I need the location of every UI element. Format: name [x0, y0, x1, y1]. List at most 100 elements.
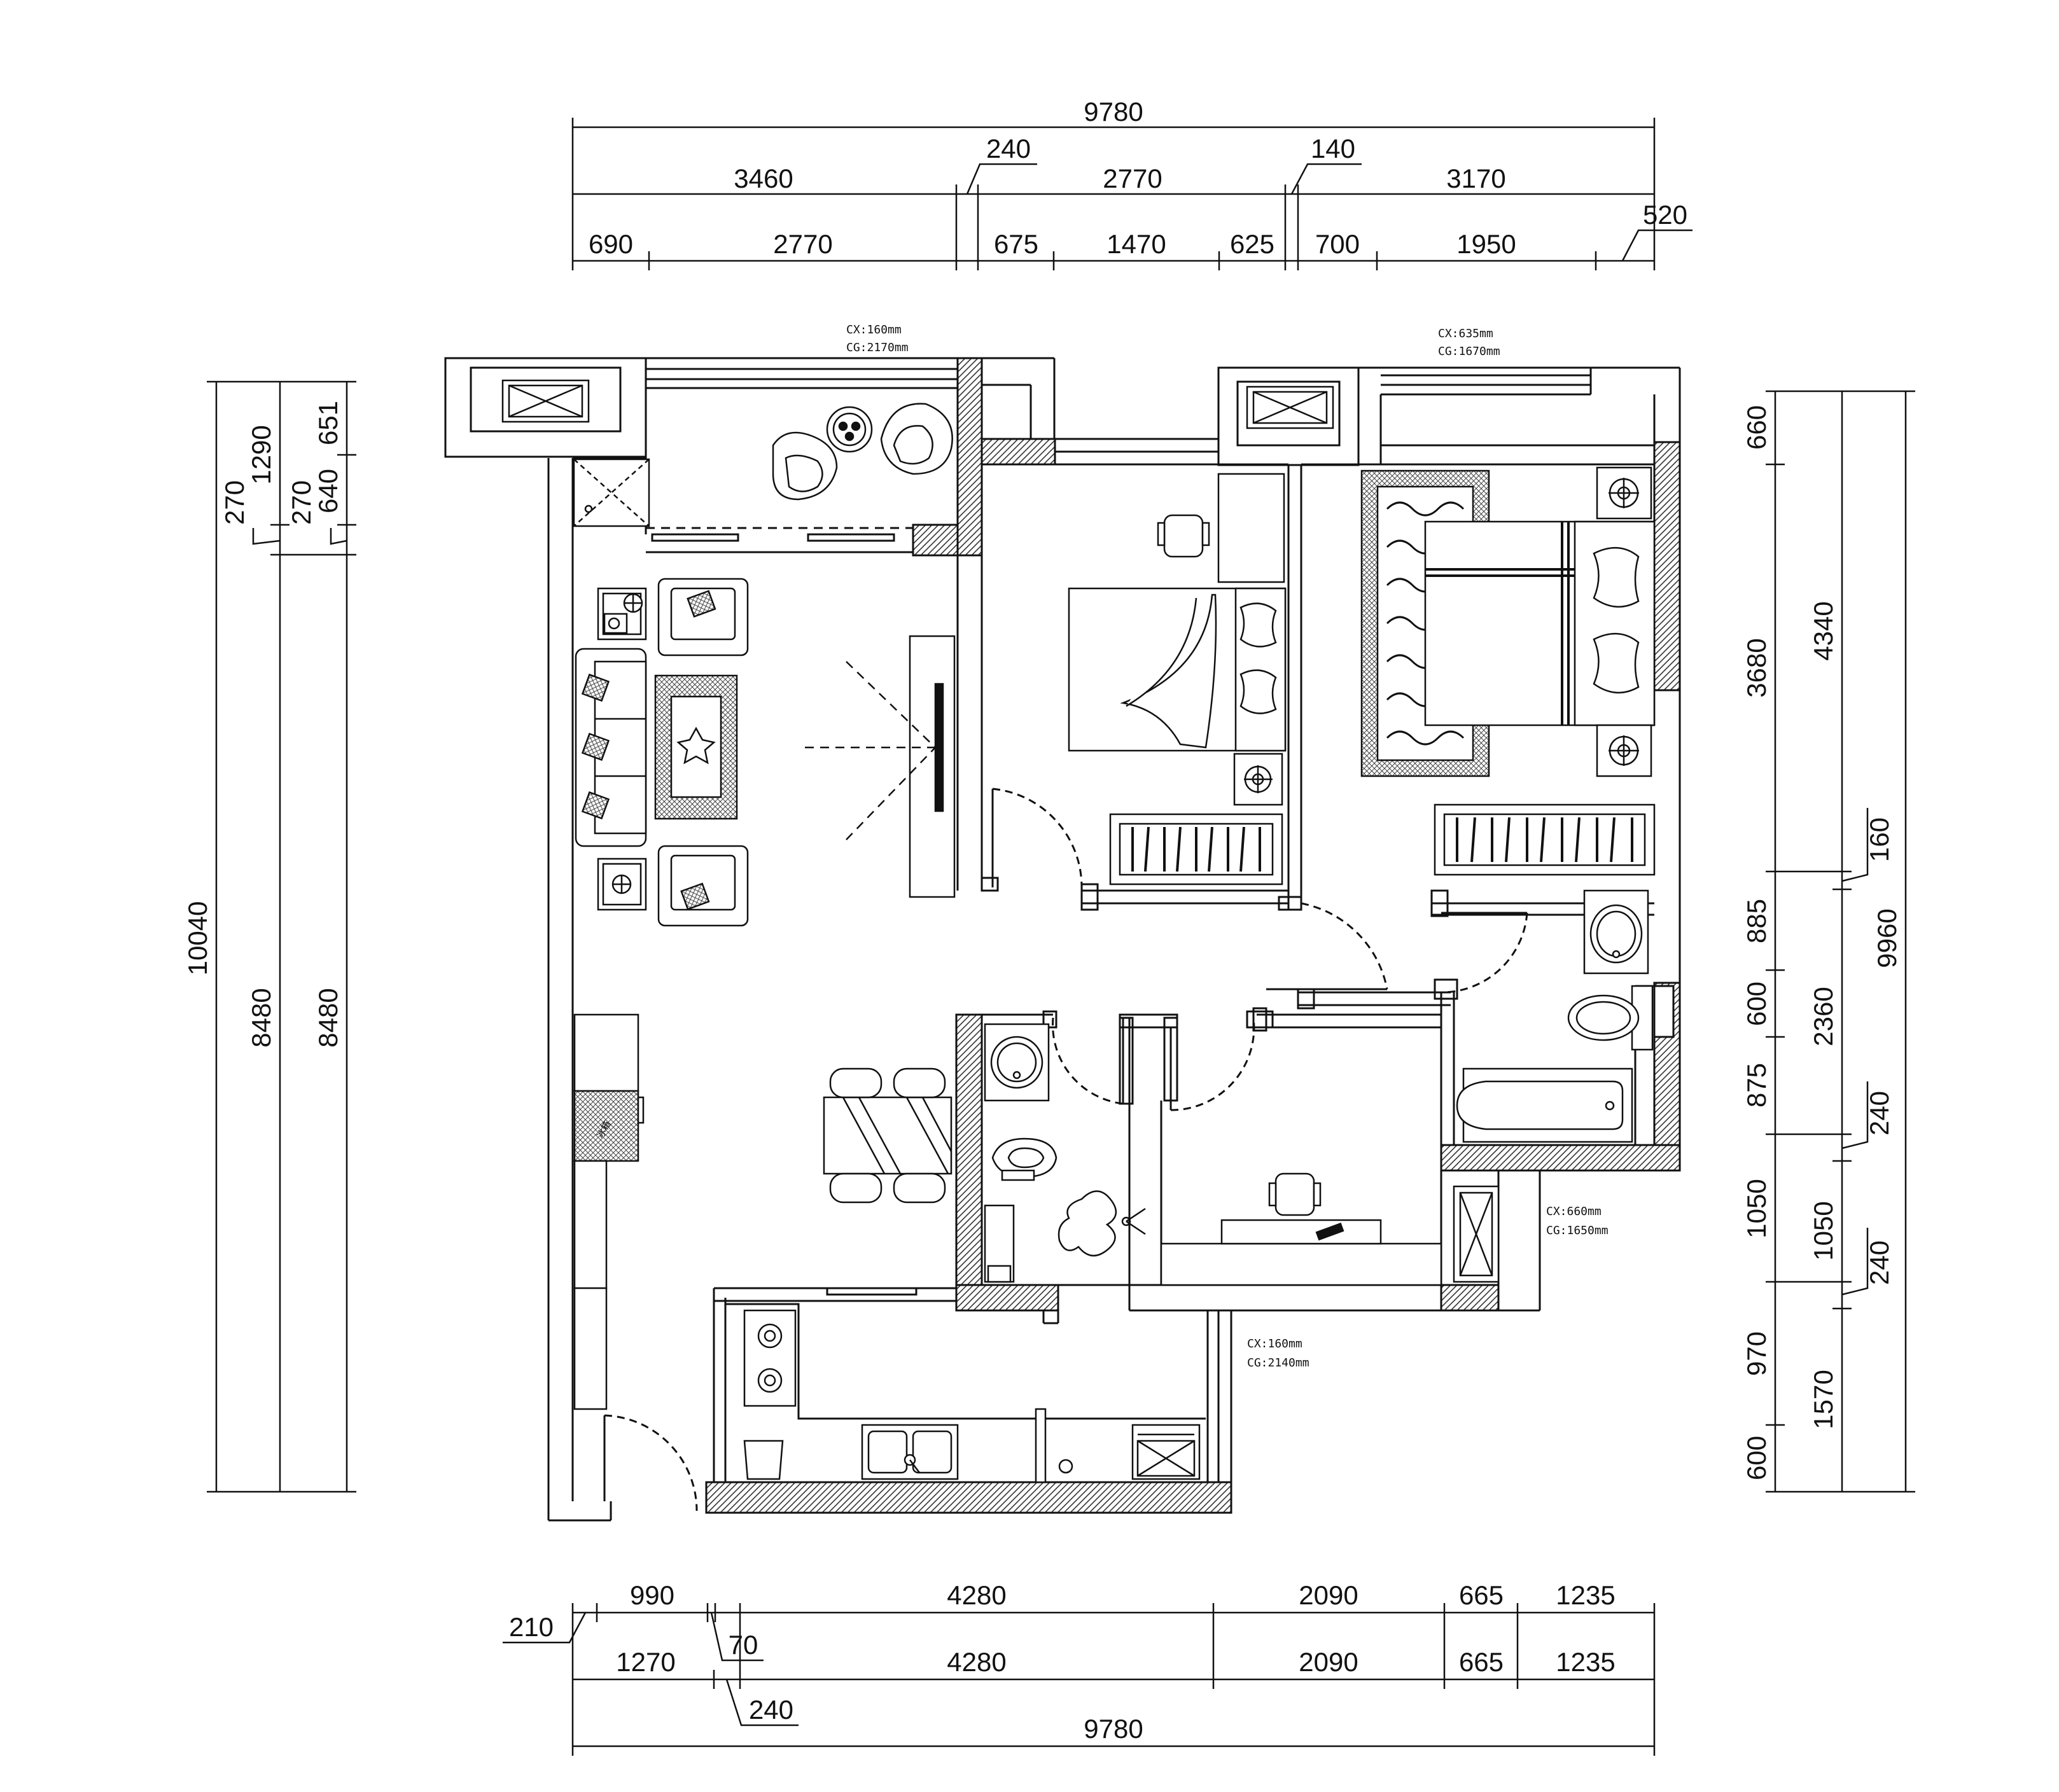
dim-right-inner-2: 885: [1741, 899, 1771, 943]
dim-right-mid-5: 240: [1864, 1240, 1894, 1285]
window-notes: CX:160mm CG:2170mm CX:635mm CG:1670mm CX…: [846, 323, 1609, 1370]
nightstand-icon: [1233, 753, 1283, 806]
dining-table-icon: [823, 1067, 953, 1204]
dim-top-3-4: 625: [1230, 229, 1274, 259]
ac-unit-icon: [1453, 1185, 1500, 1283]
dim-right-mid-3: 240: [1864, 1091, 1894, 1136]
dim-right-inner-3: 600: [1741, 982, 1771, 1026]
wardrobe-icon: [1109, 813, 1283, 886]
dim-bot-2-0: 1270: [616, 1647, 675, 1677]
fridge-icon: 冰箱: [573, 1013, 645, 1162]
dim-right-mid-0: 4340: [1808, 601, 1838, 660]
dim-left-inner-2: 651: [313, 401, 343, 445]
dim-top-2-2: 2770: [1103, 163, 1162, 193]
dim-right-inner-4: 875: [1741, 1063, 1771, 1108]
balcony-table-icon: [826, 406, 873, 453]
ac-unit-icon: [501, 379, 590, 423]
bed-icon: [1068, 587, 1287, 752]
study-desk-icon: [1160, 1219, 1442, 1286]
chair-icon: [1268, 1172, 1322, 1216]
dim-top-3-6: 1950: [1456, 229, 1516, 259]
sink-icon: [984, 1023, 1050, 1102]
dimension-lines: [207, 118, 1915, 1756]
dim-right-inner-0: 660: [1741, 405, 1771, 450]
dim-right-inner-5: 1050: [1741, 1179, 1771, 1238]
dim-bot-2-2: 4280: [947, 1647, 1006, 1677]
sink-icon: [1583, 889, 1649, 975]
dim-right-inner-1: 3680: [1741, 638, 1771, 697]
note-kitchen-cx: CX:160mm: [1247, 1337, 1302, 1351]
dim-bot-2-5: 1235: [1556, 1647, 1615, 1677]
dim-right-outer: 9960: [1872, 908, 1902, 968]
toilet-icon: [1567, 985, 1654, 1051]
dim-bot-1-0: 210: [509, 1612, 554, 1642]
tv-cabinet-icon: [909, 635, 956, 898]
dim-left-inner-0: 270: [286, 480, 316, 525]
squat-toilet-icon: [991, 1137, 1057, 1181]
dim-top-2-4: 3170: [1446, 163, 1505, 193]
oven-icon: [1131, 1424, 1201, 1480]
dim-left-mid-0: 270: [220, 480, 249, 525]
dim-top-3-0: 690: [589, 229, 633, 259]
note-study-cx: CX:660mm: [1546, 1205, 1602, 1218]
stove-icon: [743, 1309, 797, 1407]
dim-bot-1-5: 665: [1459, 1580, 1504, 1610]
furniture: 冰箱: [501, 379, 1656, 1483]
balcony-chair-icon: [772, 431, 838, 501]
armchair-icon: [657, 845, 749, 927]
doors: [603, 788, 1528, 1511]
note-master-cx: CX:635mm: [1438, 327, 1493, 340]
walls: [444, 357, 1681, 1522]
dim-bot-2-3: 2090: [1299, 1647, 1358, 1677]
dim-left-inner-3: 8480: [313, 988, 343, 1047]
dim-top-3-7: 520: [1643, 200, 1687, 230]
note-study-cg: CG:1650mm: [1546, 1224, 1609, 1237]
dim-top-2-0: 3460: [734, 163, 793, 193]
dim-bot-2-1: 240: [749, 1695, 793, 1725]
dim-right-mid-4: 1050: [1808, 1201, 1838, 1260]
mop-sink-icon: [984, 1204, 1015, 1283]
trash-bin-icon: [743, 1440, 784, 1480]
gas-meter-icon: [1035, 1408, 1073, 1483]
dim-top-3-3: 1470: [1106, 229, 1166, 259]
dim-top-2-3: 140: [1311, 134, 1355, 163]
dim-bot-1-2: 70: [729, 1630, 758, 1660]
ac-unit-icon: [1246, 385, 1334, 429]
tv-view-lines: [805, 661, 936, 840]
cabinet-icon: [573, 1160, 608, 1410]
coffee-table-icon: [654, 674, 738, 820]
note-balcony-cx: CX:160mm: [846, 323, 902, 337]
washing-machine-icon: [573, 458, 650, 527]
dim-bot-2-4: 665: [1459, 1647, 1504, 1677]
dim-bot-total: 9780: [1084, 1714, 1143, 1744]
dim-right-mid-6: 1570: [1808, 1370, 1838, 1429]
balcony-chair-icon: [880, 403, 953, 475]
note-kitchen-cg: CG:2140mm: [1247, 1356, 1309, 1370]
dim-top-3-2: 675: [994, 229, 1038, 259]
side-table-icon: [597, 858, 647, 911]
wardrobe-icon: [1434, 803, 1656, 876]
nightstand-icon: [1596, 724, 1652, 777]
dim-top-2-1: 240: [986, 134, 1031, 163]
armchair-icon: [657, 578, 749, 656]
pillow-icon: [1593, 546, 1640, 608]
dim-right-mid-2: 2360: [1808, 987, 1838, 1046]
dim-left-mid-1: 1290: [246, 425, 276, 484]
sofa-icon: [575, 648, 647, 847]
dim-bot-1-6: 1235: [1556, 1580, 1615, 1610]
dim-right-inner-7: 600: [1741, 1436, 1771, 1480]
dim-top-3-1: 2770: [773, 229, 832, 259]
dim-top-3-5: 700: [1315, 229, 1360, 259]
shower-icon: [1057, 1190, 1146, 1256]
dim-left-outer: 10040: [183, 901, 213, 976]
dimension-labels: 9780 3460 240 2770 140 3170 690 2770 675…: [183, 97, 1902, 1744]
dim-top-total: 9780: [1084, 97, 1143, 127]
note-master-cg: CG:1670mm: [1438, 345, 1500, 358]
bathtub-icon: [1456, 1067, 1633, 1143]
dim-right-mid-1: 160: [1864, 817, 1894, 862]
dim-bot-1-3: 4280: [947, 1580, 1006, 1610]
chair-icon: [1157, 514, 1210, 558]
note-balcony-cg: CG:2170mm: [846, 341, 909, 354]
pillow-icon: [1239, 669, 1277, 714]
